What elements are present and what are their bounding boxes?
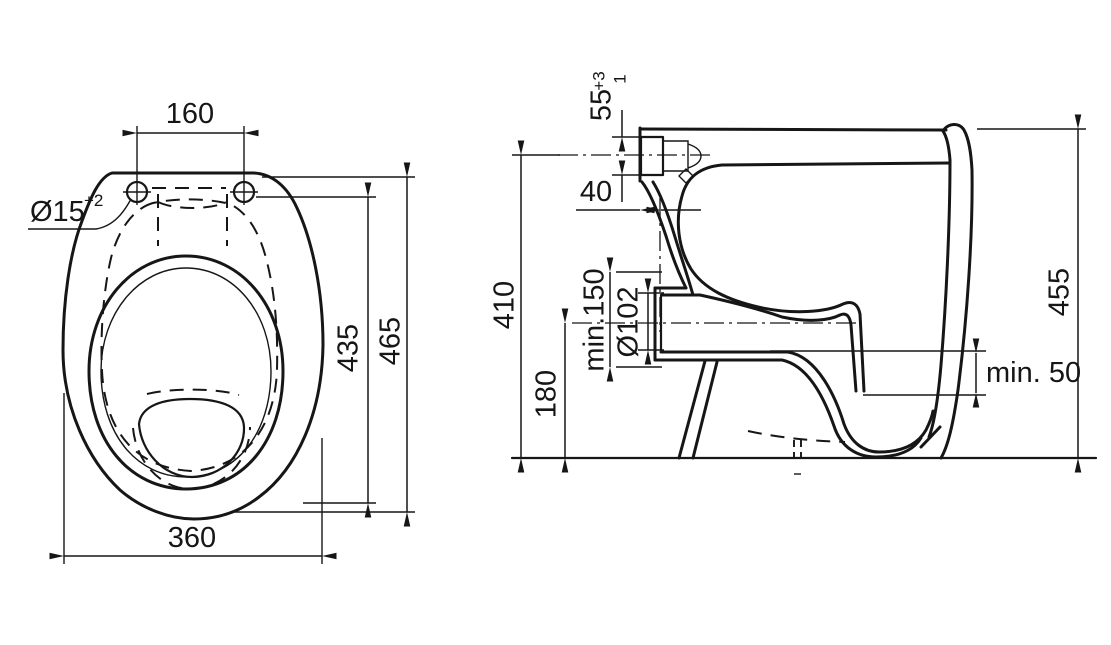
top-view-water-outline — [137, 397, 246, 479]
dimension-min-50: min. 50 — [972, 338, 1081, 408]
top-view-rim-outline — [87, 254, 285, 491]
side-view-bowl-interior — [676, 163, 866, 393]
dimension-min-50-label: min. 50 — [986, 357, 1081, 389]
dimension-55: 55 +3 1 — [586, 71, 642, 202]
spigot-outer-box — [639, 135, 665, 177]
dimension-435: 435 — [256, 182, 376, 518]
dimension-455: 455 — [977, 114, 1086, 473]
dimension-diameter-102-label: Ø102 — [613, 287, 645, 358]
spigot-inner-box — [662, 140, 689, 172]
side-view-trap-channel-upper — [660, 293, 858, 393]
top-view-hidden-seat-outline — [100, 198, 279, 473]
side-view-front-wall-outer — [640, 180, 688, 290]
top-view-outer-outline — [61, 171, 325, 521]
dimension-410-label: 410 — [489, 281, 521, 329]
spigot-gasket — [678, 168, 694, 184]
dimension-435-label: 435 — [333, 324, 365, 372]
toilet-top-view: 160 Ø15 +2 435 465 360 — [28, 98, 415, 564]
dimension-180-label: 180 — [531, 370, 563, 418]
dimension-465-label: 465 — [375, 317, 407, 365]
dimension-55-label: 55 — [586, 89, 618, 121]
side-view-back-wall-brace — [919, 425, 942, 449]
side-view-rim-ceiling — [720, 161, 952, 167]
spigot-funnel — [687, 143, 702, 169]
side-view-front-wall-inner — [651, 180, 695, 297]
side-view-back-wall-outer — [939, 123, 974, 460]
dimension-360: 360 — [49, 393, 337, 564]
toilet-side-section-view: 55 +3 1 40 410 180 min.150 — [489, 71, 1098, 475]
dimension-455-label: 455 — [1044, 268, 1076, 316]
water-level-dashed-line — [747, 430, 846, 443]
dimension-55-tolerance-upper: +3 — [589, 71, 608, 90]
dimension-min-150: min.150 — [579, 257, 662, 382]
dimension-55-tolerance-lower: 1 — [610, 74, 629, 83]
dimension-160-label: 160 — [166, 98, 214, 130]
flush-inlet-spigot — [639, 135, 702, 184]
top-view-water-hidden-top-edge — [146, 388, 240, 396]
dimension-diameter-15-label: Ø15 — [30, 196, 85, 228]
top-view-rim-inner-edge — [100, 267, 272, 478]
dimension-40-label: 40 — [580, 176, 612, 208]
side-view-top-deck — [638, 127, 948, 132]
side-view-back-wall-inner — [927, 129, 952, 439]
dimension-diameter-102: Ø102 — [613, 278, 664, 365]
dimension-180: 180 — [531, 308, 569, 473]
top-view-hidden-hinge-outline — [152, 187, 228, 246]
dimension-465: 465 — [232, 162, 415, 527]
dimension-410: 410 — [489, 140, 560, 473]
outlet-pipe-outer-bottom-and-sump-outer — [653, 358, 923, 459]
dimension-min-150-label: min.150 — [579, 268, 611, 371]
dimension-360-label: 360 — [168, 522, 216, 554]
dimension-160: 160 — [122, 98, 259, 205]
diameter-15-leader-line — [28, 198, 132, 230]
front-foot-outer — [677, 359, 707, 460]
dimension-diameter-15-tolerance: +2 — [84, 191, 103, 210]
front-foot-inner — [691, 360, 719, 460]
outlet-pipe-bottom-and-sump-inner — [659, 350, 935, 454]
dimension-diameter-15: Ø15 +2 — [28, 191, 132, 230]
dimension-40: 40 — [576, 176, 701, 214]
top-view-water-hidden-edge — [132, 426, 251, 491]
